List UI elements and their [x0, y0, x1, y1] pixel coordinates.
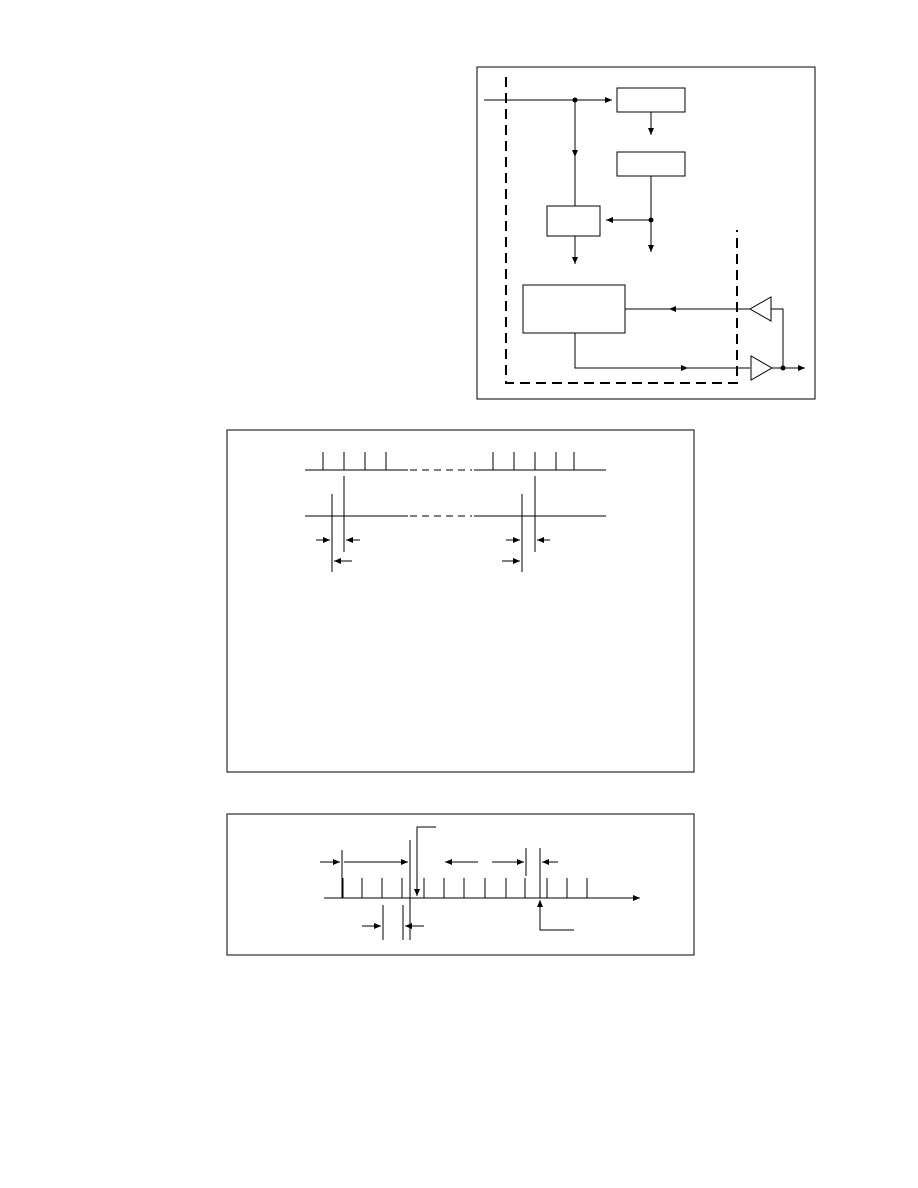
- device-boundary: [505, 77, 738, 384]
- connector-line: [574, 333, 750, 369]
- timing-diagram-2-frame: [226, 813, 695, 956]
- connector-line: [771, 308, 784, 368]
- block-diagram: [476, 66, 816, 400]
- junction-dot: [780, 365, 786, 371]
- block-top: [616, 87, 686, 113]
- buffer-in: [748, 296, 772, 322]
- block-middle: [546, 205, 601, 237]
- sample-arrow: [537, 900, 574, 931]
- timing-diagram-1: [226, 429, 695, 773]
- timing-diagram-1-frame: [226, 429, 695, 773]
- block-diagram-frame: [476, 66, 816, 400]
- axis-ticks: [342, 878, 588, 898]
- block-second: [616, 151, 686, 177]
- timing-diagram-2: [226, 813, 695, 956]
- event-arrow: [414, 826, 436, 896]
- block-large: [522, 284, 626, 334]
- buffer-out: [750, 355, 774, 381]
- clock-ticks: [322, 452, 575, 470]
